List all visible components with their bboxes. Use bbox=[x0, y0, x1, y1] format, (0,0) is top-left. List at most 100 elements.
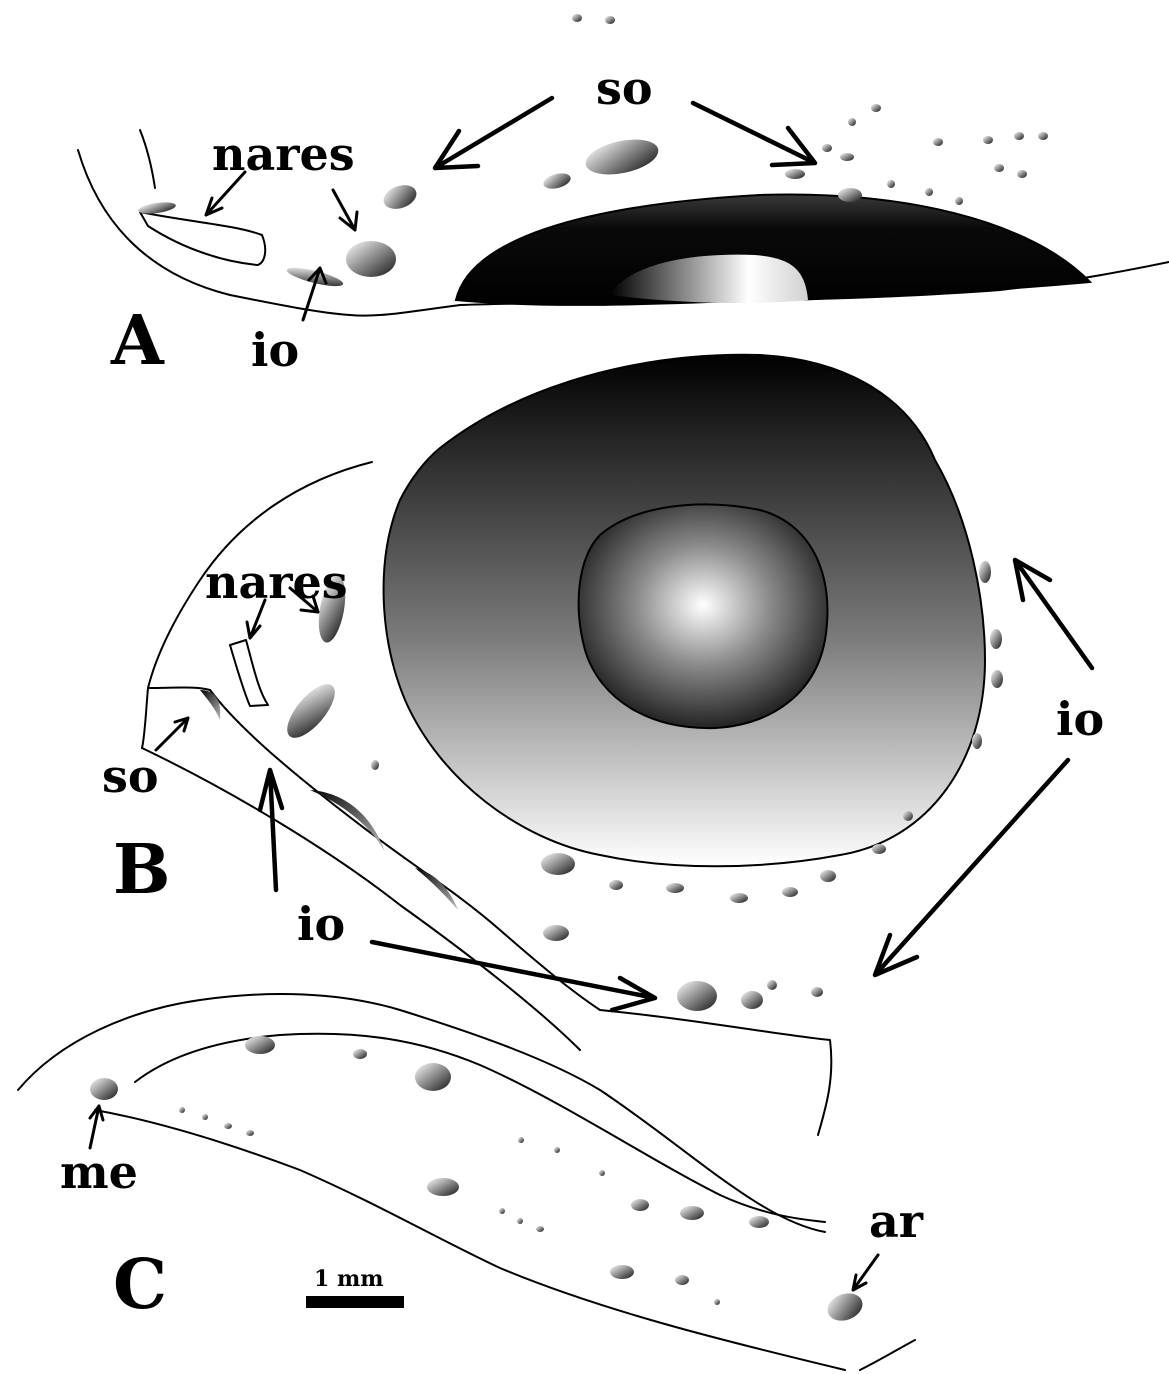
shaded-edge bbox=[415, 868, 458, 910]
pore bbox=[994, 164, 1004, 172]
pore bbox=[605, 16, 615, 24]
arrow-nares-a-left bbox=[204, 170, 247, 217]
pore bbox=[318, 575, 346, 643]
pore bbox=[822, 144, 832, 152]
jaw-line-b bbox=[141, 747, 581, 1051]
pore bbox=[871, 104, 881, 112]
pore bbox=[346, 241, 396, 277]
pore bbox=[991, 670, 1003, 688]
arrow-nares-a-right bbox=[331, 188, 359, 232]
jaw-outer-c bbox=[17, 993, 826, 1233]
pore bbox=[972, 733, 982, 749]
label-nares-a: nares bbox=[212, 127, 355, 181]
pore bbox=[517, 1218, 523, 1224]
pore bbox=[730, 893, 748, 903]
pore bbox=[677, 981, 717, 1011]
pore bbox=[286, 267, 344, 287]
pore bbox=[543, 925, 569, 941]
snout-tip-b bbox=[147, 686, 211, 691]
pore bbox=[820, 870, 836, 882]
label-io-b-bottom: io bbox=[297, 897, 345, 951]
panel-label-a: A bbox=[110, 301, 165, 381]
pore bbox=[179, 1107, 185, 1113]
pore bbox=[811, 987, 823, 997]
pore bbox=[202, 1114, 208, 1120]
pore bbox=[872, 844, 886, 854]
pore bbox=[990, 629, 1002, 649]
pore bbox=[245, 1036, 275, 1054]
arrow-me bbox=[88, 1104, 105, 1150]
label-so-top: so bbox=[596, 61, 653, 115]
arrow-nares-b-right bbox=[288, 586, 320, 614]
arrow-nares-b-left bbox=[245, 598, 267, 640]
arrow-io-b-left bbox=[257, 767, 285, 893]
pore bbox=[599, 1170, 605, 1176]
label-io-a: io bbox=[251, 323, 299, 377]
scale-bar bbox=[306, 1296, 404, 1308]
pore bbox=[983, 136, 993, 144]
pore bbox=[979, 561, 991, 583]
pore bbox=[585, 139, 659, 175]
jaw-inner-c bbox=[134, 1032, 826, 1223]
label-so-b: so bbox=[102, 749, 159, 803]
panel-c: 1 mm C me ar bbox=[17, 993, 924, 1371]
pore bbox=[427, 1178, 459, 1196]
pore bbox=[610, 1265, 634, 1279]
pore bbox=[955, 197, 963, 205]
pore bbox=[848, 118, 856, 126]
pore bbox=[224, 1123, 232, 1129]
pore bbox=[287, 684, 335, 738]
jaw-tail-c bbox=[859, 1339, 916, 1371]
nasal-outline-a bbox=[139, 211, 267, 266]
pore bbox=[1038, 132, 1048, 140]
arrow-io-right-up bbox=[1012, 557, 1095, 671]
pore bbox=[536, 1226, 544, 1232]
pore bbox=[838, 188, 862, 202]
arrow-io-a bbox=[301, 266, 328, 322]
pore bbox=[353, 1049, 367, 1059]
arrow-so-b bbox=[154, 716, 190, 752]
snout-line-a bbox=[139, 129, 156, 189]
pore bbox=[631, 1199, 649, 1211]
pore bbox=[415, 1063, 451, 1091]
pore bbox=[666, 883, 684, 893]
pore bbox=[518, 1137, 524, 1143]
label-me: me bbox=[60, 1145, 138, 1199]
panel-label-c: C bbox=[113, 1245, 167, 1325]
pore bbox=[675, 1275, 689, 1285]
pore bbox=[543, 173, 571, 189]
lens-a bbox=[610, 254, 808, 303]
nasal-outline-b bbox=[229, 639, 269, 707]
pore bbox=[827, 1293, 863, 1321]
label-ar: ar bbox=[869, 1194, 924, 1248]
pore bbox=[903, 811, 913, 821]
pore bbox=[246, 1130, 254, 1136]
scale-bar-label: 1 mm bbox=[314, 1266, 384, 1292]
pore bbox=[138, 202, 176, 214]
label-io-b-right: io bbox=[1056, 692, 1104, 746]
pore bbox=[782, 887, 798, 897]
pore bbox=[572, 14, 582, 22]
pore bbox=[840, 153, 854, 161]
arrow-so-right bbox=[690, 100, 818, 168]
pore bbox=[785, 169, 805, 179]
pore bbox=[1017, 170, 1027, 178]
panel-b: B nares so io io bbox=[102, 353, 1104, 1136]
panel-a: A so nares io bbox=[77, 14, 1169, 381]
pore bbox=[1014, 132, 1024, 140]
pore bbox=[383, 185, 417, 209]
arrow-io-b-bottom bbox=[369, 939, 658, 1013]
pupil-b bbox=[577, 503, 829, 730]
pore bbox=[554, 1147, 560, 1153]
shaded-edge bbox=[200, 690, 221, 720]
label-nares-b: nares bbox=[205, 555, 348, 609]
pore bbox=[925, 188, 933, 196]
pore bbox=[541, 853, 575, 875]
pore bbox=[90, 1078, 118, 1100]
arrow-io-right-down bbox=[872, 757, 1071, 978]
pore bbox=[680, 1206, 704, 1220]
head-outline-b bbox=[141, 461, 373, 749]
pore bbox=[749, 1216, 769, 1228]
pore bbox=[741, 991, 763, 1009]
